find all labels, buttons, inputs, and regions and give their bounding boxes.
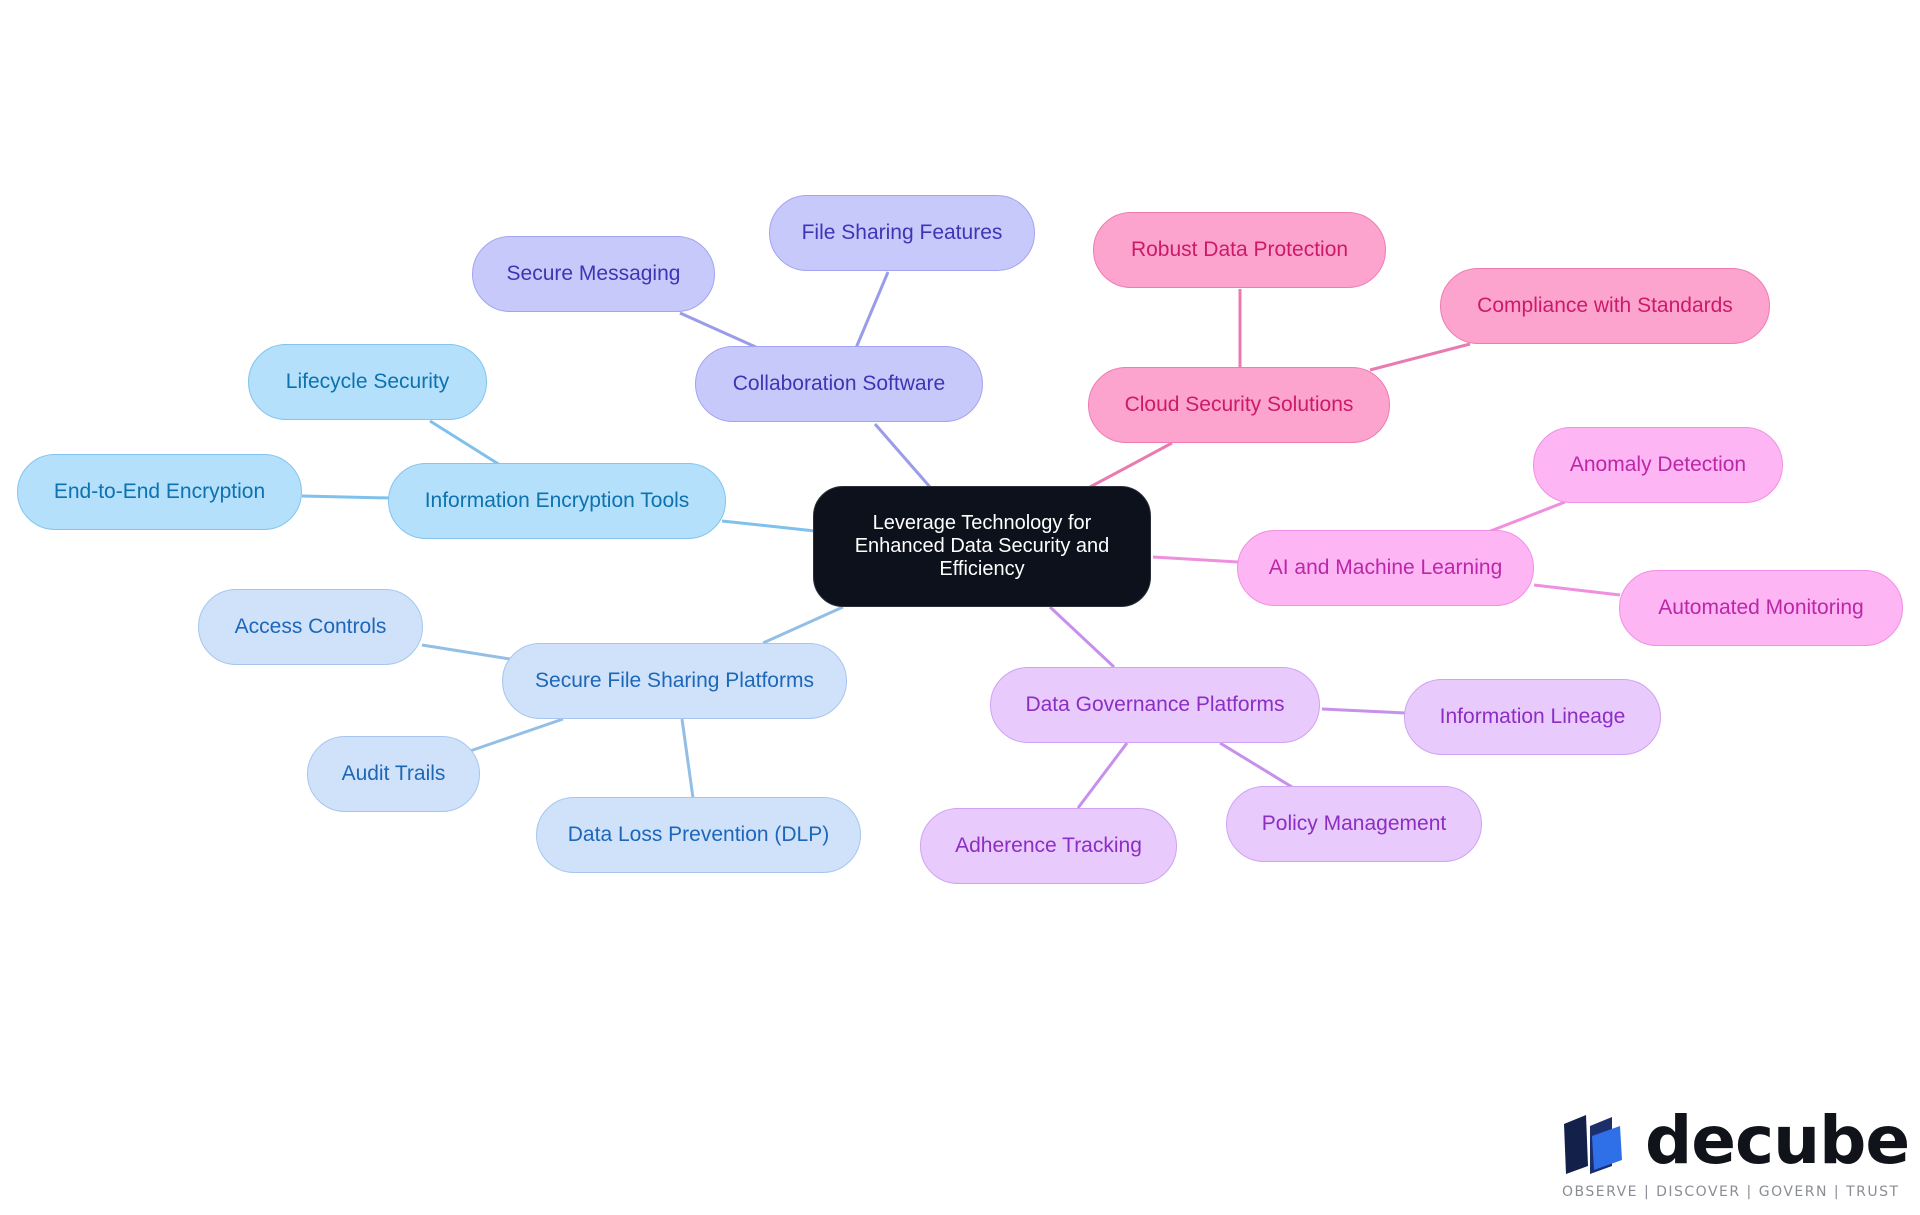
edge-encryption-e2e bbox=[301, 494, 391, 500]
leaf-access-controls[interactable]: Access Controls bbox=[198, 589, 423, 665]
edge-governance-lineage bbox=[1321, 707, 1407, 715]
edge-root-governance bbox=[1048, 605, 1116, 669]
root-node[interactable]: Leverage Technology for Enhanced Data Se… bbox=[813, 486, 1151, 607]
leaf-adherence-tracking[interactable]: Adherence Tracking bbox=[920, 808, 1177, 884]
edge-root-encryption bbox=[721, 519, 816, 533]
edge-sfs-dlp bbox=[680, 718, 695, 799]
branch-data-governance-platforms[interactable]: Data Governance Platforms bbox=[990, 667, 1320, 743]
leaf-secure-messaging[interactable]: Secure Messaging bbox=[472, 236, 715, 312]
edge-governance-policy bbox=[1219, 741, 1293, 789]
branch-information-encryption-tools[interactable]: Information Encryption Tools bbox=[388, 463, 726, 539]
edge-root-ai bbox=[1152, 555, 1239, 564]
leaf-policy-management[interactable]: Policy Management bbox=[1226, 786, 1482, 862]
leaf-automated-monitoring[interactable]: Automated Monitoring bbox=[1619, 570, 1903, 646]
edge-collaboration-messaging bbox=[679, 311, 759, 350]
decube-logo: decube OBSERVE | DISCOVER | GOVERN | TRU… bbox=[1562, 1102, 1910, 1204]
leaf-lifecycle-security[interactable]: Lifecycle Security bbox=[248, 344, 487, 420]
edge-sfs-access bbox=[421, 643, 511, 661]
branch-collaboration-software[interactable]: Collaboration Software bbox=[695, 346, 983, 422]
leaf-robust-data-protection[interactable]: Robust Data Protection bbox=[1093, 212, 1386, 288]
branch-cloud-security-solutions[interactable]: Cloud Security Solutions bbox=[1088, 367, 1390, 443]
leaf-data-loss-prevention[interactable]: Data Loss Prevention (DLP) bbox=[536, 797, 861, 873]
edge-governance-adherence bbox=[1076, 742, 1129, 809]
decube-cube-icon bbox=[1564, 1115, 1622, 1174]
logo-wordmark: decube bbox=[1645, 1102, 1910, 1179]
edge-collaboration-filesharing bbox=[854, 271, 890, 349]
leaf-information-lineage[interactable]: Information Lineage bbox=[1404, 679, 1661, 755]
leaf-audit-trails[interactable]: Audit Trails bbox=[307, 736, 480, 812]
branch-secure-file-sharing-platforms[interactable]: Secure File Sharing Platforms bbox=[502, 643, 847, 719]
edge-root-sfs bbox=[762, 605, 844, 645]
edge-ai-monitoring bbox=[1533, 583, 1621, 597]
leaf-compliance-with-standards[interactable]: Compliance with Standards bbox=[1440, 268, 1770, 344]
edge-cloud-compliance bbox=[1369, 342, 1471, 372]
branch-ai-and-machine-learning[interactable]: AI and Machine Learning bbox=[1237, 530, 1534, 606]
logo-tagline: OBSERVE | DISCOVER | GOVERN | TRUST bbox=[1562, 1184, 1900, 1200]
edge-sfs-audit bbox=[469, 717, 564, 753]
edge-root-cloud bbox=[1089, 441, 1173, 489]
leaf-file-sharing-features[interactable]: File Sharing Features bbox=[769, 195, 1035, 271]
leaf-end-to-end-encryption[interactable]: End-to-End Encryption bbox=[17, 454, 302, 530]
edge-root-collaboration bbox=[873, 423, 932, 488]
leaf-anomaly-detection[interactable]: Anomaly Detection bbox=[1533, 427, 1783, 503]
edge-ai-anomaly bbox=[1487, 500, 1566, 534]
edge-encryption-lifecycle bbox=[429, 419, 501, 467]
